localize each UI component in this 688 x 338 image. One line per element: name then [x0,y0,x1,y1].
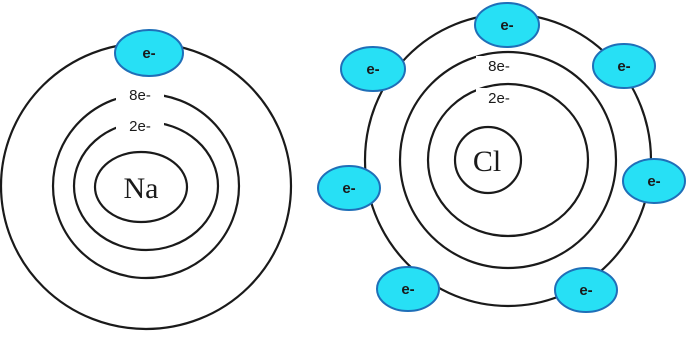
chlorine-valence-electron: e- [474,2,540,48]
chlorine-atom: 8e- 2e- Cl e- e- e- e- e- e- [317,2,686,313]
electron-dot [622,158,686,204]
chlorine-first-shell [426,82,590,238]
sodium-valence-electron: e- [114,29,184,77]
electron-dot [376,266,440,312]
chlorine-symbol: Cl [473,145,501,178]
sodium-symbol: Na [124,172,159,205]
electron-label: e- [617,58,630,75]
chlorine-valence-electron: e- [592,43,656,89]
electron-dot [592,43,656,89]
electron-dot [554,267,618,313]
sodium-shell-label-2e: 2e- [129,118,151,135]
electron-label: e- [366,61,379,78]
electron-label: e- [142,45,155,62]
chlorine-valence-electron: e- [554,267,618,313]
chlorine-valence-electron: e- [340,46,406,92]
electron-dot [474,2,540,48]
electron-dot [340,46,406,92]
electron-label: e- [401,281,414,298]
chlorine-shell-label-8e: 8e- [488,58,510,75]
sodium-atom: 8e- 2e- Na e- [0,29,293,331]
sodium-shell-label-8e: 8e- [129,87,151,104]
chlorine-valence-electron: e- [317,165,381,211]
electron-label: e- [647,173,660,190]
chlorine-shell-label-2e: 2e- [488,90,510,107]
electron-dot [114,29,184,77]
sodium-nucleus [93,150,189,224]
electron-label: e- [500,17,513,34]
electron-label: e- [579,282,592,299]
chlorine-valence-electron: e- [622,158,686,204]
electron-label: e- [342,180,355,197]
electron-dot [317,165,381,211]
chlorine-nucleus [453,125,523,195]
chlorine-valence-electron: e- [376,266,440,312]
chlorine-second-shell [398,50,618,270]
